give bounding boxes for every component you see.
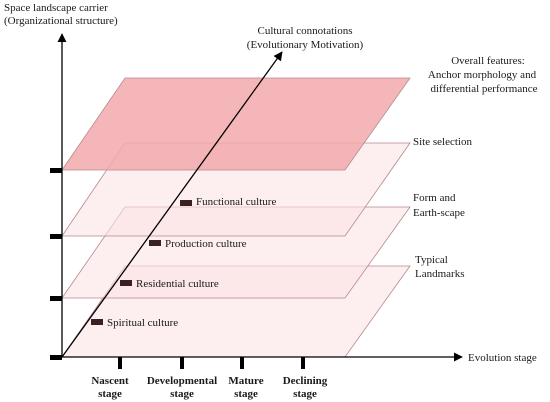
- stage-label-nascent-1: Nascent: [91, 375, 129, 387]
- y-tick: [50, 296, 62, 301]
- y-axis-label-line2: (Organizational structure): [4, 15, 118, 27]
- y-tick: [50, 234, 62, 239]
- layer-label-landmarks-2: Landmarks: [415, 268, 464, 280]
- y-tick: [50, 355, 62, 360]
- x-tick: [180, 357, 184, 369]
- y-axis-label-line1: Space landscape carrier: [4, 2, 108, 14]
- x-axis-label: Evolution stage: [468, 352, 537, 364]
- layer-label-form-2: Earth-scape: [413, 207, 465, 219]
- culture-axis-label-line1: Cultural connotations: [257, 25, 352, 37]
- culture-axis-label-line2: (Evolutionary Motivation): [247, 39, 364, 51]
- layer-label-overall-3: differential performance: [431, 83, 538, 95]
- culture-marker-production: [149, 240, 161, 246]
- x-tick: [301, 357, 305, 369]
- culture-label-spiritual: Spiritual culture: [107, 317, 178, 329]
- culture-marker-residential: [120, 280, 132, 286]
- culture-label-production: Production culture: [165, 238, 247, 250]
- x-tick: [118, 357, 122, 369]
- layer-label-overall-1: Overall features:: [451, 55, 525, 67]
- layer-label-site-selection: Site selection: [413, 136, 472, 148]
- stage-label-mature-1: Mature: [228, 375, 263, 387]
- layer-label-form-1: Form and: [413, 192, 456, 204]
- culture-marker-spiritual: [91, 319, 103, 325]
- culture-label-residential: Residential culture: [136, 278, 219, 290]
- y-tick: [50, 168, 62, 173]
- culture-marker-functional: [180, 200, 192, 206]
- stage-label-developmental-2: stage: [170, 388, 194, 400]
- x-tick: [240, 357, 244, 369]
- stage-label-nascent-2: stage: [98, 388, 122, 400]
- stage-label-declining-1: Declining: [283, 375, 328, 387]
- stage-label-developmental-1: Developmental: [147, 375, 217, 387]
- culture-axis: [61, 51, 283, 358]
- stage-label-mature-2: stage: [234, 388, 258, 400]
- plane-overall-features: [61, 77, 411, 171]
- culture-label-functional: Functional culture: [196, 196, 276, 208]
- stage-label-declining-2: stage: [293, 388, 317, 400]
- layer-label-overall-2: Anchor morphology and: [428, 69, 537, 81]
- layer-label-landmarks-1: Typical: [415, 254, 448, 266]
